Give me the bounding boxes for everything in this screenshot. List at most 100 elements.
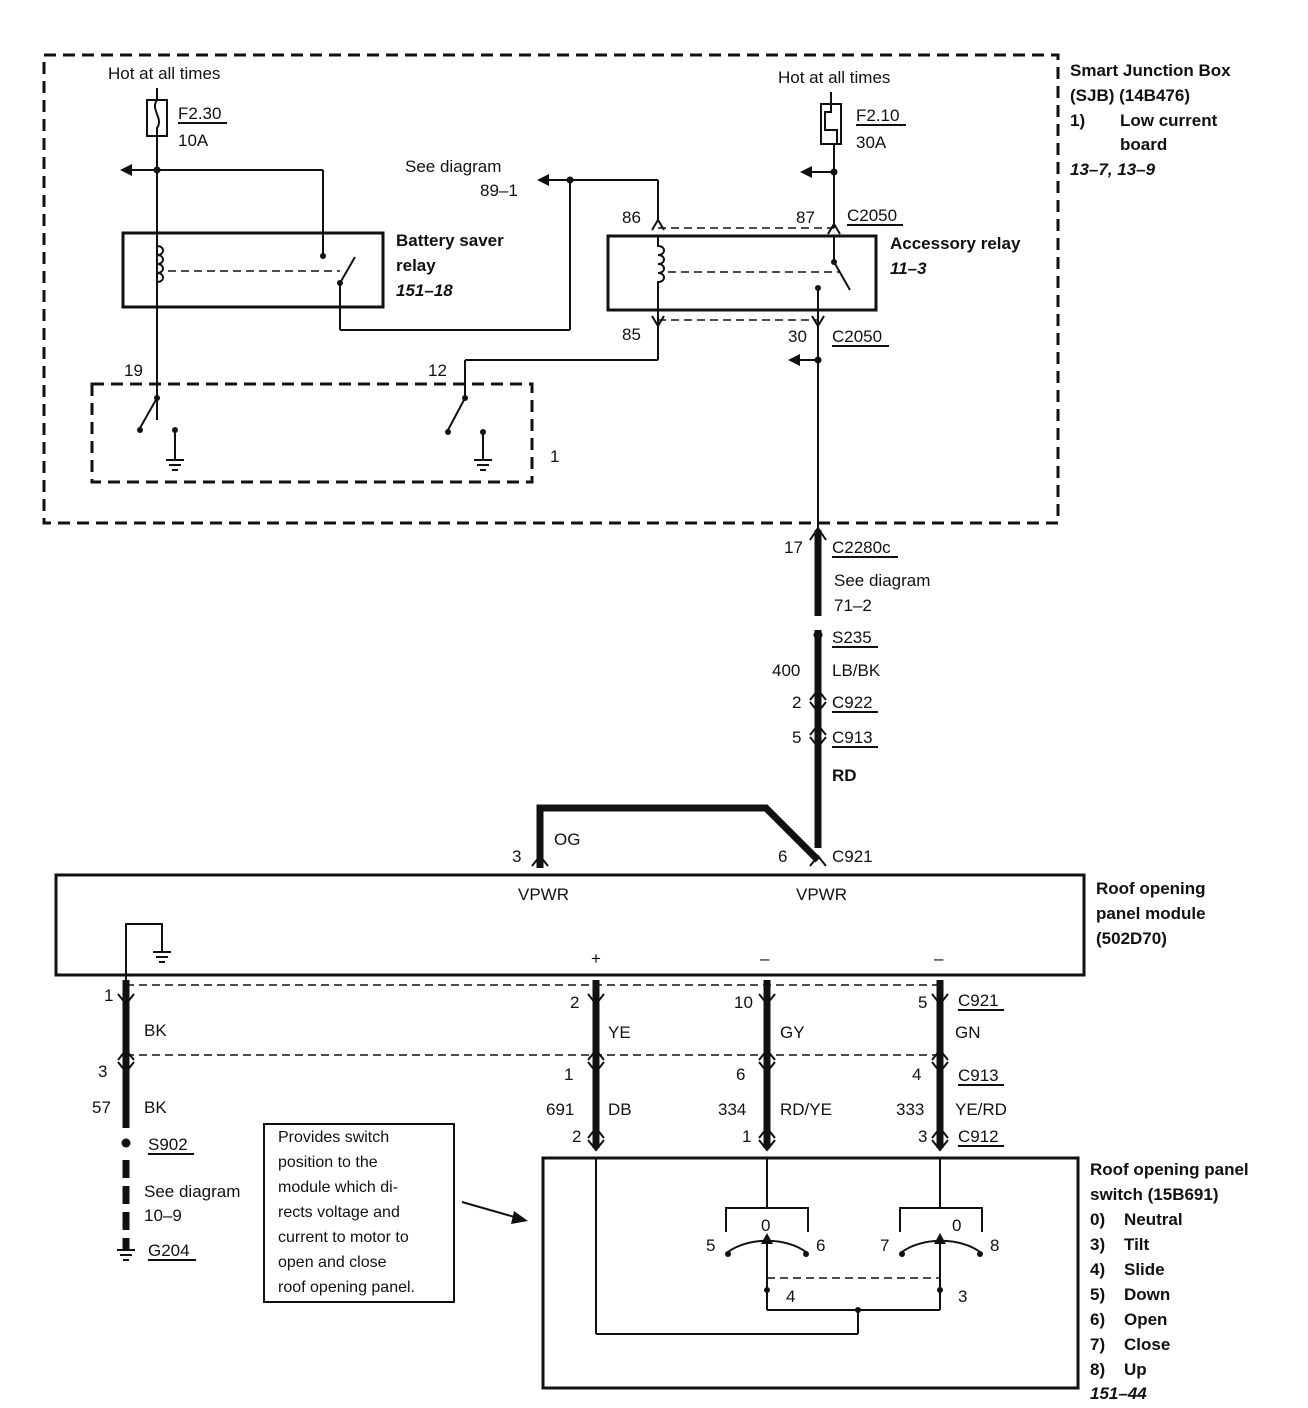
svg-text:Tilt: Tilt	[1124, 1235, 1150, 1254]
ground-icon	[153, 951, 171, 963]
conn-c2050-top: C2050	[847, 206, 897, 225]
battery-saver-title: Battery saver	[396, 231, 504, 250]
gnd-pin-1: 1	[104, 986, 113, 1005]
battery-saver-ref: 151–18	[396, 281, 453, 300]
svg-text:0): 0)	[1090, 1210, 1105, 1229]
svg-text:333: 333	[896, 1100, 924, 1119]
gnd-bk-2: BK	[144, 1098, 167, 1117]
svg-text:8): 8)	[1090, 1360, 1105, 1379]
svg-text:0: 0	[761, 1216, 770, 1235]
note-line: position to the	[278, 1154, 378, 1171]
svg-text:1: 1	[564, 1065, 573, 1084]
right-hot-label: Hot at all times	[778, 68, 890, 87]
svg-text:GY: GY	[780, 1023, 805, 1042]
roof-opening-panel-module	[54, 873, 1086, 977]
arrow-right-branch	[800, 166, 812, 178]
note-line: Provides switch	[278, 1129, 389, 1146]
accessory-contact	[833, 261, 851, 291]
switch-ref: 151–44	[1090, 1384, 1147, 1403]
svg-text:4: 4	[912, 1065, 921, 1084]
battery-saver-contact	[339, 256, 356, 284]
ground-icon	[166, 459, 184, 471]
gnd-bk-1: BK	[144, 1021, 167, 1040]
svg-text:5: 5	[918, 993, 927, 1012]
conn-c912: C912	[958, 1127, 999, 1146]
svg-text:GN: GN	[955, 1023, 981, 1042]
link-label-4: 4	[786, 1287, 795, 1306]
sjb-item-line1: Low current	[1120, 111, 1218, 130]
low-current-board-outline	[90, 382, 534, 484]
sign-minus-2: –	[934, 949, 944, 968]
pin-86: 86	[622, 208, 641, 227]
arrow-left-branch	[120, 164, 132, 176]
sjb-ref: 13–7, 13–9	[1070, 160, 1156, 179]
see-diagram-10-text: See diagram	[144, 1182, 240, 1201]
note-line: module which di-	[278, 1179, 398, 1196]
svg-text:YE/RD: YE/RD	[955, 1100, 1007, 1119]
svg-text:Open: Open	[1124, 1310, 1167, 1329]
svg-text:334: 334	[718, 1100, 746, 1119]
see-diagram-71-ref: 71–2	[834, 596, 872, 615]
sjb-item-num: 1)	[1070, 111, 1085, 130]
note-line: rects voltage and	[278, 1204, 400, 1221]
svg-text:Close: Close	[1124, 1335, 1170, 1354]
accessory-title: Accessory relay	[890, 234, 1021, 253]
branch-2: 10 GY 6 334 RD/YE 1	[718, 980, 832, 1152]
sjb-title: Smart Junction Box	[1070, 61, 1231, 80]
splice-s902-dot	[121, 1138, 131, 1148]
accessory-coil-icon	[657, 236, 665, 310]
splice-s235: S235	[832, 628, 872, 647]
note-line: roof opening panel.	[278, 1279, 415, 1296]
sign-plus: +	[591, 949, 601, 968]
color-lbbk: LB/BK	[832, 661, 881, 680]
pin-19: 19	[124, 361, 143, 380]
conn-c913: C913	[958, 1066, 999, 1085]
vpwr-right: VPWR	[796, 885, 847, 904]
pin-85: 85	[622, 325, 641, 344]
sjb-item-line2: board	[1120, 135, 1167, 154]
link-label-3: 3	[958, 1287, 967, 1306]
pin-17: 17	[784, 538, 803, 557]
arrow-30-branch	[788, 354, 800, 366]
svg-text:DB: DB	[608, 1100, 632, 1119]
vpwr-left: VPWR	[518, 885, 569, 904]
conn-c921: C921	[958, 991, 999, 1010]
pin-30: 30	[788, 327, 807, 346]
note-arrow	[461, 1201, 519, 1219]
splice-s235-dot	[813, 630, 823, 640]
svg-text:10: 10	[734, 993, 753, 1012]
accessory-relay	[606, 234, 878, 312]
svg-text:3: 3	[918, 1127, 927, 1146]
svg-text:RD/YE: RD/YE	[780, 1100, 832, 1119]
svg-text:2: 2	[572, 1127, 581, 1146]
svg-text:6: 6	[736, 1065, 745, 1084]
pin-3-module: 3	[512, 847, 521, 866]
module-title2: panel module	[1096, 904, 1206, 923]
see-diagram-89-ref: 89–1	[480, 181, 518, 200]
pin-12: 12	[428, 361, 447, 380]
svg-text:Up: Up	[1124, 1360, 1147, 1379]
conn-c913-feed: C913	[832, 728, 873, 747]
svg-text:8: 8	[990, 1236, 999, 1255]
note-line: current to motor to	[278, 1229, 409, 1246]
roof-opening-panel-switch	[541, 1156, 1080, 1390]
branch-3: 5 GN 4 333 YE/RD 3	[896, 980, 1007, 1152]
ground-g204: G204	[148, 1241, 190, 1260]
battery-saver-title2: relay	[396, 256, 436, 275]
battery-saver-relay	[121, 231, 385, 309]
color-rd: RD	[832, 766, 857, 785]
switch-19-contact	[139, 397, 158, 429]
circuit-400: 400	[772, 661, 800, 680]
svg-text:6): 6)	[1090, 1310, 1105, 1329]
splice-s902: S902	[148, 1135, 188, 1154]
pin-5-c913: 5	[792, 728, 801, 747]
gnd-circuit-57: 57	[92, 1098, 111, 1117]
svg-text:Down: Down	[1124, 1285, 1170, 1304]
svg-text:5): 5)	[1090, 1285, 1105, 1304]
conn-c921-top: C921	[832, 847, 873, 866]
og-jumper-wire	[536, 804, 821, 868]
switch-title: Roof opening panel	[1090, 1160, 1249, 1179]
note-line: open and close	[278, 1254, 387, 1271]
gnd-pin-3: 3	[98, 1062, 107, 1081]
